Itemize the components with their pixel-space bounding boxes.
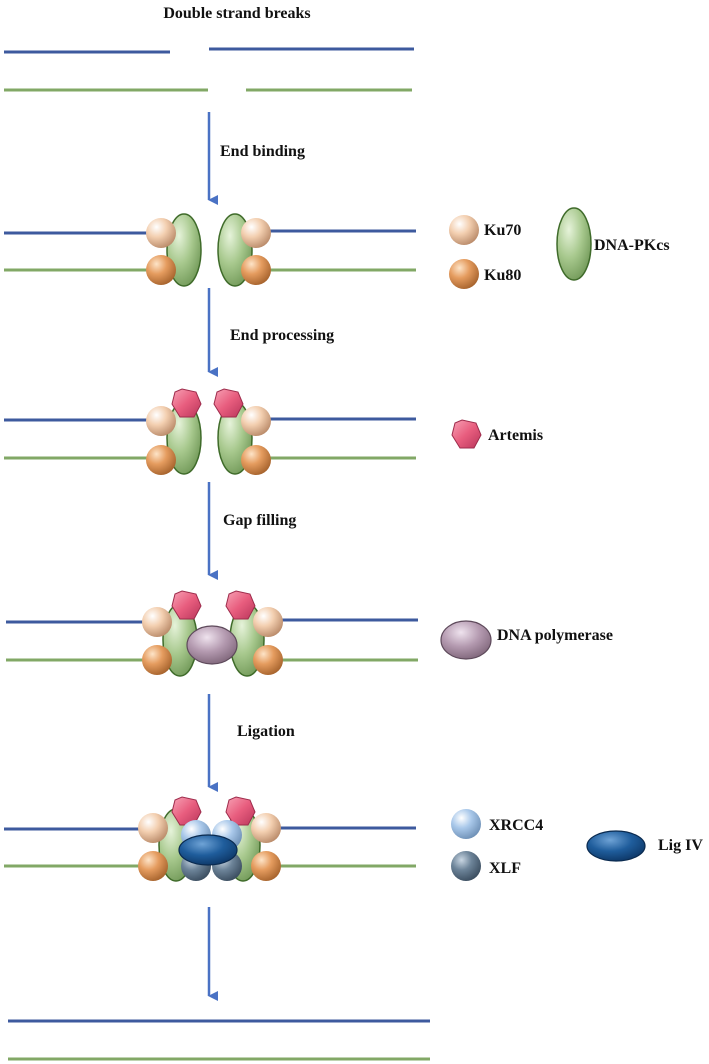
ku70-left <box>142 607 172 637</box>
label-ligation: Ligation <box>237 723 295 740</box>
stage-end-processing <box>4 388 416 475</box>
ku80-right <box>253 645 283 675</box>
legend-ligation: XRCC4 XLF Lig IV <box>451 809 703 881</box>
label-end-binding: End binding <box>220 143 305 160</box>
ku70-right <box>253 607 283 637</box>
artemis-right <box>225 590 256 620</box>
legend-dna-polymerase-icon <box>440 620 492 660</box>
legend-artemis-label: Artemis <box>488 427 543 444</box>
legend-artemis: Artemis <box>451 419 543 449</box>
legend-dna-polymerase-label: DNA polymerase <box>497 627 613 644</box>
ku70-right <box>251 813 281 843</box>
legend-ku-pkcs: Ku70 Ku80 DNA-PKcs <box>449 207 670 289</box>
artemis-right <box>225 796 256 826</box>
legend-lig-iv-label: Lig IV <box>658 837 703 854</box>
legend-ku70-icon <box>449 215 479 245</box>
ku80-left <box>138 851 168 881</box>
ku80-left <box>146 255 176 285</box>
stage-gap-filling <box>6 590 418 677</box>
legend-polymerase: DNA polymerase <box>440 620 613 660</box>
legend-xrcc4-icon <box>451 809 481 839</box>
ku70-right <box>241 218 271 248</box>
label-gap-filling: Gap filling <box>223 512 296 529</box>
legend-artemis-icon <box>451 419 482 449</box>
artemis-right <box>213 388 244 418</box>
legend-xlf-icon <box>451 851 481 881</box>
ku80-right <box>251 851 281 881</box>
legend-xrcc4-label: XRCC4 <box>489 817 543 834</box>
stage-end-binding <box>4 213 416 287</box>
ku80-left <box>146 445 176 475</box>
legend-lig-iv-icon <box>586 830 646 862</box>
artemis-left <box>171 388 202 418</box>
legend-ku80-icon <box>449 259 479 289</box>
legend-dna-pkcs-icon <box>556 207 592 281</box>
artemis-left <box>171 590 202 620</box>
ku70-left <box>146 406 176 436</box>
ku70-left <box>138 813 168 843</box>
legend-dna-pkcs-label: DNA-PKcs <box>594 237 670 254</box>
ku80-right <box>241 445 271 475</box>
lig-iv <box>178 834 238 866</box>
ku70-left <box>146 218 176 248</box>
title-double-strand-breaks: Double strand breaks <box>163 5 310 22</box>
legend-xlf-label: XLF <box>489 860 521 877</box>
label-end-processing: End processing <box>230 327 334 344</box>
dna-polymerase <box>186 625 238 665</box>
ku80-right <box>241 255 271 285</box>
stage-ligation <box>4 796 416 882</box>
stage-broken-dna <box>4 47 414 92</box>
ku70-right <box>241 406 271 436</box>
legend-ku80-label: Ku80 <box>484 267 521 284</box>
legend-ku70-label: Ku70 <box>484 222 521 239</box>
ku80-left <box>142 645 172 675</box>
stage-repaired-dna <box>8 1019 430 1061</box>
